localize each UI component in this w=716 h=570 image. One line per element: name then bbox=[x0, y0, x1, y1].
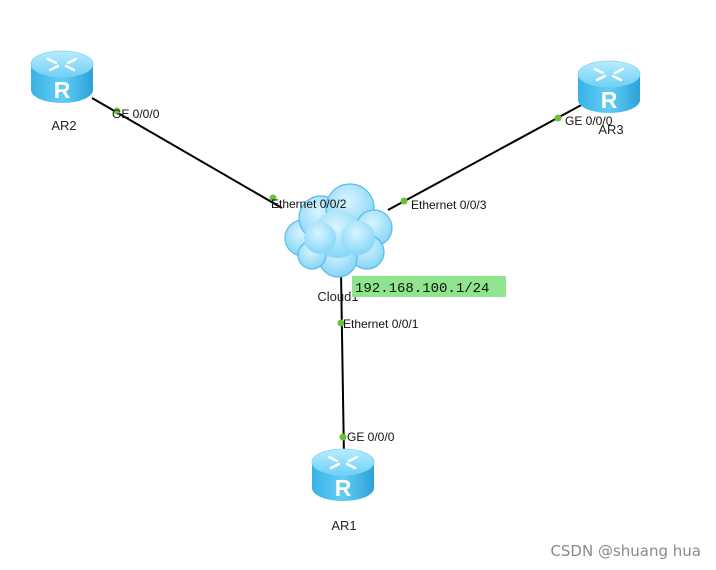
router-glyph: R bbox=[54, 77, 71, 103]
cloud-icon bbox=[284, 183, 393, 278]
cloud-ip-tag: 192.168.100.1/24 bbox=[352, 276, 506, 297]
router-ar3[interactable]: R AR3 bbox=[576, 59, 642, 137]
watermark: CSDN @shuang hua bbox=[550, 542, 701, 560]
router-icon: R bbox=[576, 59, 642, 115]
link-ar2-cloud bbox=[91, 97, 283, 209]
port-label-ar2-ge: GE 0/0/0 bbox=[112, 107, 160, 121]
port-dot bbox=[113, 107, 121, 115]
router-icon: R bbox=[29, 49, 95, 105]
port-label-cloud-eth1: Ethernet 0/0/1 bbox=[343, 317, 419, 331]
link-cloud-ar1 bbox=[340, 271, 345, 459]
port-label-cloud-eth2: Ethernet 0/0/2 bbox=[271, 197, 347, 211]
port-label-ar1-ge: GE 0/0/0 bbox=[347, 430, 395, 444]
router-glyph: R bbox=[335, 475, 352, 501]
router-ar2[interactable]: R AR2 bbox=[29, 49, 95, 133]
device-label-ar2: AR2 bbox=[51, 118, 76, 133]
port-dot bbox=[400, 197, 408, 205]
port-label-cloud-eth3: Ethernet 0/0/3 bbox=[411, 198, 487, 212]
device-label-ar1: AR1 bbox=[331, 518, 356, 533]
cloud-ip-label: 192.168.100.1/24 bbox=[355, 281, 489, 297]
device-label-ar3: AR3 bbox=[598, 122, 623, 137]
router-ar1[interactable]: R AR1 bbox=[310, 447, 376, 533]
port-label-ar3-ge: GE 0/0/0 bbox=[565, 114, 613, 128]
router-glyph: R bbox=[601, 87, 618, 113]
device-label-cloud1: Cloud1 bbox=[317, 289, 358, 304]
link-ar3-cloud bbox=[387, 102, 586, 211]
port-dot bbox=[554, 114, 562, 122]
cloud1[interactable]: Cloud1 bbox=[284, 183, 393, 304]
port-dot bbox=[337, 319, 345, 327]
port-dot bbox=[269, 194, 277, 202]
port-dot bbox=[339, 433, 347, 441]
router-icon: R bbox=[310, 447, 376, 503]
